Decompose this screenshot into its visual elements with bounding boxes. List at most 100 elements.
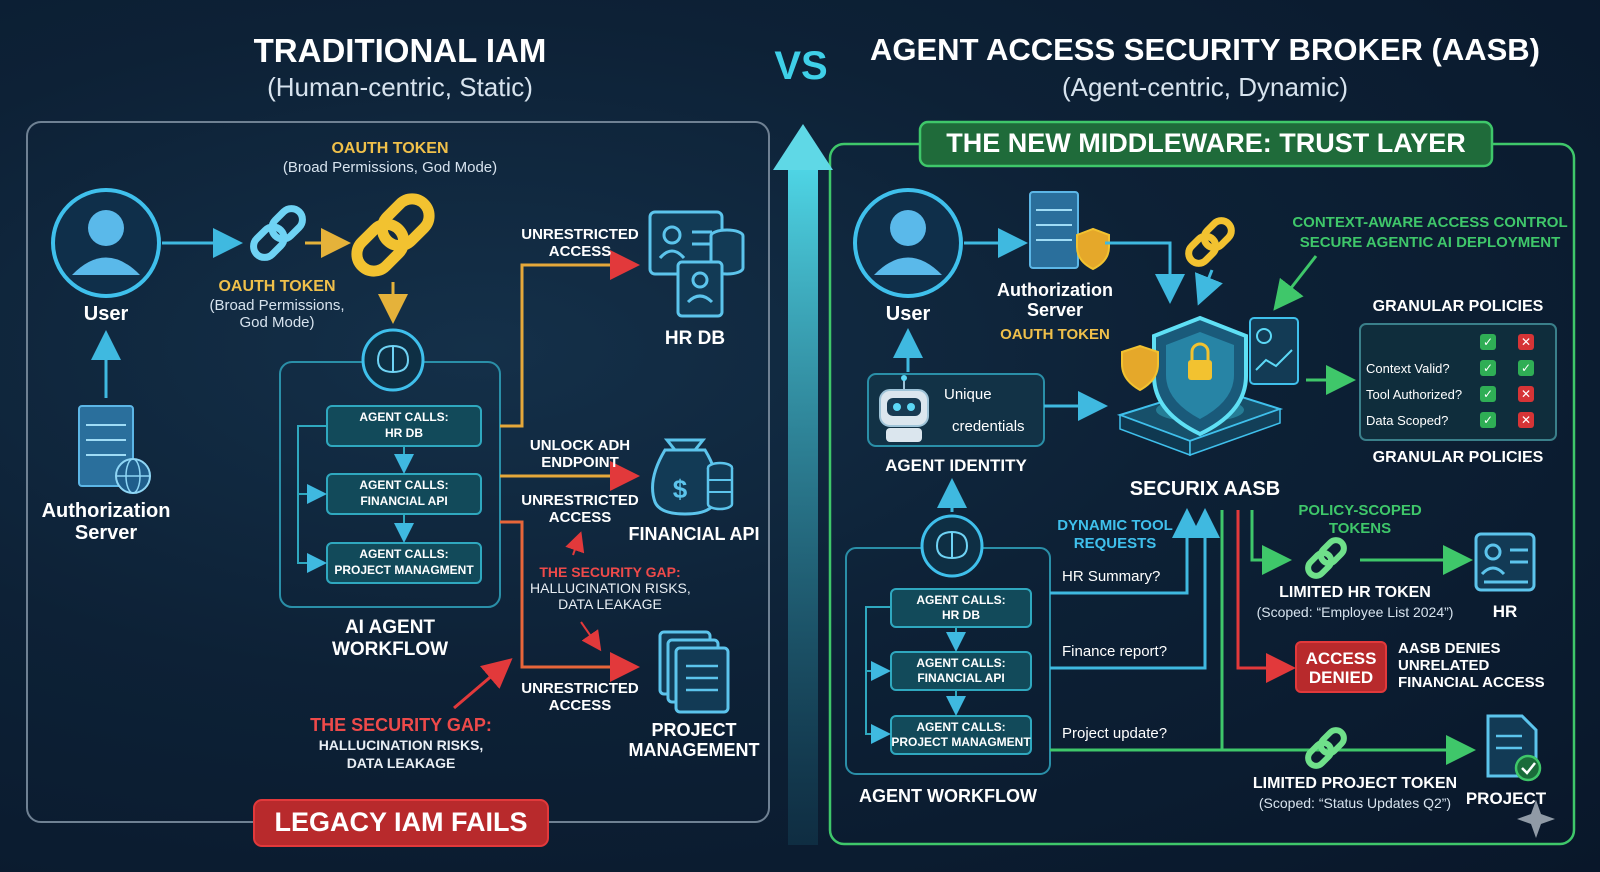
right-step-3-line2: PROJECT MANAGMENT bbox=[891, 735, 1031, 749]
identity-l2: credentials bbox=[952, 418, 1025, 435]
context-aware-1: CONTEXT-AWARE ACCESS CONTROL bbox=[1292, 214, 1568, 231]
identity-l1: Unique bbox=[944, 386, 992, 403]
right-workflow-label: AGENT WORKFLOW bbox=[859, 786, 1037, 806]
left-step-2-line2: FINANCIAL API bbox=[360, 494, 448, 508]
access-denied-box bbox=[1295, 641, 1387, 693]
legacy-iam-fails: LEGACY IAM FAILS bbox=[274, 807, 528, 837]
gap-inner-title: THE SECURITY GAP: bbox=[539, 564, 681, 580]
gap-l1: HALLUCINATION RISKS, bbox=[318, 737, 484, 753]
left-chain-blue-icon bbox=[250, 205, 306, 261]
vs-label: VS bbox=[774, 44, 828, 88]
vs-arrow-shaft bbox=[788, 165, 818, 845]
policy-row-label: Tool Authorized? bbox=[1366, 387, 1463, 402]
right-step-1-line1: AGENT CALLS: bbox=[916, 593, 1006, 607]
left-workflow-label-2: WORKFLOW bbox=[331, 639, 449, 660]
left-user-label: User bbox=[83, 303, 129, 325]
trust-layer-banner-bg bbox=[918, 120, 1494, 168]
unrestricted-1b: ACCESS bbox=[548, 243, 612, 260]
cross-icon: ✕ bbox=[1518, 386, 1534, 402]
cross-icon: ✕ bbox=[1518, 334, 1534, 350]
limited-hr-token: LIMITED HR TOKEN bbox=[1279, 584, 1431, 601]
right-oauth-token: OAUTH TOKEN bbox=[1000, 326, 1110, 343]
policies-top-label: GRANULAR POLICIES bbox=[1372, 298, 1544, 315]
cross-icon: ✕ bbox=[1518, 412, 1534, 428]
right-step-1-line2: HR DB bbox=[942, 608, 980, 622]
left-money-bag-icon: $ bbox=[651, 438, 734, 516]
left-title: TRADITIONAL IAM bbox=[253, 32, 547, 69]
left-auth-server-label-1: Authorization bbox=[41, 500, 171, 522]
svg-text:$: $ bbox=[673, 474, 688, 504]
limited-project-token-sub: (Scoped: “Status Updates Q2”) bbox=[1258, 795, 1452, 811]
policies-bottom-label: GRANULAR POLICIES bbox=[1372, 449, 1544, 466]
limited-project-token: LIMITED PROJECT TOKEN bbox=[1252, 775, 1458, 792]
unrestricted-3a: UNRESTRICTED bbox=[521, 680, 639, 697]
unlock-adh-b: ENDPOINT bbox=[541, 454, 619, 471]
check-icon: ✓ bbox=[1480, 360, 1496, 376]
left-step-1-line2: HR DB bbox=[385, 426, 423, 440]
hr-token-chain-icon bbox=[1305, 537, 1347, 579]
right-user-label: User bbox=[885, 303, 931, 325]
financial-api-label: FINANCIAL API bbox=[628, 524, 760, 544]
check-icon: ✓ bbox=[1518, 360, 1534, 376]
policy-row-label: Context Valid? bbox=[1366, 361, 1450, 376]
securix-aasb-label: SECURIX AASB bbox=[1129, 478, 1281, 500]
left-hrdb-icon bbox=[648, 210, 745, 318]
right-project-label: PROJECT bbox=[1465, 789, 1547, 808]
left-auth-server-label-2: Server bbox=[74, 522, 138, 544]
left-chain-gold-icon bbox=[351, 193, 435, 277]
left-server-icon bbox=[78, 405, 151, 494]
project-label-2: MANAGEMENT bbox=[628, 740, 760, 760]
aasb-denies-3: FINANCIAL ACCESS bbox=[1398, 674, 1545, 691]
right-step-3-line1: AGENT CALLS: bbox=[916, 720, 1006, 734]
oauth-token-top: OAUTH TOKEN bbox=[331, 140, 449, 157]
agent-identity-label: AGENT IDENTITY bbox=[885, 456, 1027, 475]
hr-db-label: HR DB bbox=[664, 328, 726, 349]
oauth-token-mid-sub1: (Broad Permissions, bbox=[209, 297, 345, 314]
unlock-adh-a: UNLOCK ADH bbox=[529, 437, 631, 454]
left-brain-icon bbox=[361, 328, 425, 392]
right-server-shield-icon bbox=[1029, 191, 1110, 271]
project-label-1: PROJECT bbox=[651, 720, 737, 740]
unrestricted-2a: UNRESTRICTED bbox=[521, 492, 639, 509]
scoped-tokens-2: TOKENS bbox=[1328, 520, 1392, 537]
left-subtitle: (Human-centric, Static) bbox=[267, 72, 533, 102]
trust-layer-banner: THE NEW MIDDLEWARE: TRUST LAYER bbox=[946, 128, 1466, 158]
req-hr-summary: HR Summary? bbox=[1062, 568, 1161, 585]
aasb-denies-2: UNRELATED bbox=[1398, 657, 1490, 674]
access-denied-2: DENIED bbox=[1308, 668, 1374, 687]
oauth-token-top-sub: (Broad Permissions, God Mode) bbox=[282, 159, 498, 176]
limited-hr-token-sub: (Scoped: “Employee List 2024”) bbox=[1256, 604, 1454, 620]
aasb-shield-icon bbox=[1116, 315, 1299, 457]
left-workflow-label-1: AI AGENT bbox=[344, 617, 436, 638]
gap-l2: DATA LEAKAGE bbox=[346, 755, 456, 771]
right-auth-server-label-1: Authorization bbox=[997, 280, 1113, 300]
left-documents-icon bbox=[658, 630, 730, 714]
gap-title: THE SECURITY GAP: bbox=[310, 715, 492, 735]
right-subtitle: (Agent-centric, Dynamic) bbox=[1061, 72, 1349, 102]
sparkle-icon bbox=[1517, 800, 1555, 838]
right-project-icon bbox=[1486, 714, 1542, 782]
context-aware-2: SECURE AGENTIC AI DEPLOYMENT bbox=[1299, 234, 1561, 251]
unrestricted-2b: ACCESS bbox=[548, 509, 612, 526]
gap-inner-l1: HALLUCINATION RISKS, bbox=[530, 580, 691, 596]
right-user-icon bbox=[853, 188, 963, 298]
check-icon: ✓ bbox=[1480, 412, 1496, 428]
right-hr-label: HR bbox=[1492, 602, 1518, 621]
gap-inner-l2: DATA LEAKAGE bbox=[558, 596, 662, 612]
unrestricted-3b: ACCESS bbox=[548, 697, 612, 714]
unrestricted-1a: UNRESTRICTED bbox=[521, 226, 639, 243]
right-auth-server-label-2: Server bbox=[1026, 300, 1084, 320]
oauth-token-mid-sub2: God Mode) bbox=[239, 314, 315, 331]
left-step-1-line1: AGENT CALLS: bbox=[359, 410, 449, 424]
oauth-token-mid: OAUTH TOKEN bbox=[218, 278, 336, 295]
right-brain-icon bbox=[920, 514, 984, 578]
left-step-2-line1: AGENT CALLS: bbox=[359, 478, 449, 492]
right-chain-gold-icon bbox=[1185, 217, 1235, 267]
aasb-denies-1: AASB DENIES bbox=[1398, 640, 1501, 657]
legacy-fails-banner-bg bbox=[253, 799, 549, 847]
right-hr-icon bbox=[1474, 532, 1536, 592]
left-step-3-line1: AGENT CALLS: bbox=[359, 547, 449, 561]
policies-table-frame bbox=[1359, 323, 1557, 441]
robot-icon bbox=[879, 375, 929, 442]
